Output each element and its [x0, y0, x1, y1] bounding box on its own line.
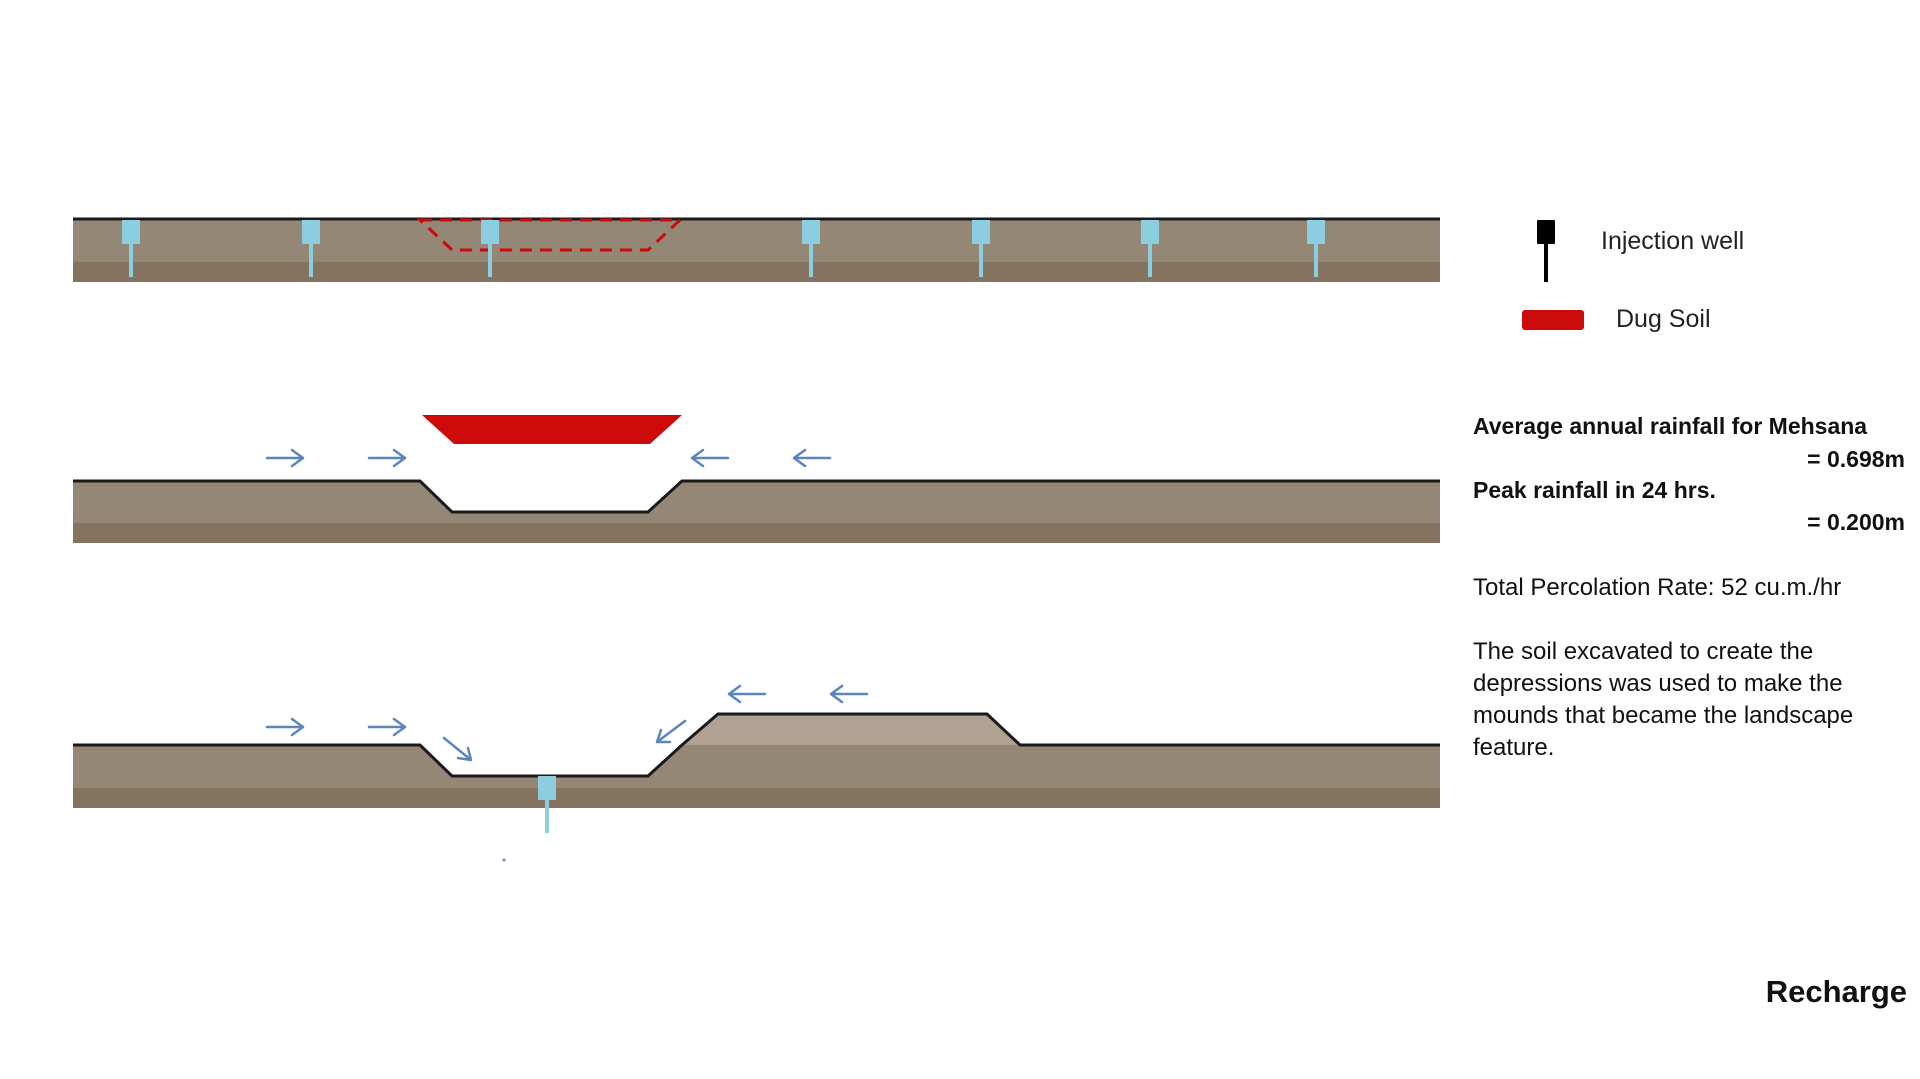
page-title: Recharge: [1765, 974, 1907, 1009]
arrow-left-icon: [829, 684, 869, 704]
runoff-arrows: [265, 684, 869, 762]
peak-rainfall-value: = 0.200m: [1807, 509, 1905, 535]
runoff-arrows: [265, 448, 832, 468]
arrow-down-left-icon: [655, 719, 687, 744]
injection-well-icon: [122, 220, 140, 277]
subsoil-layer: [73, 788, 1440, 808]
arrow-right-icon: [265, 448, 305, 468]
ground-layer: [73, 219, 1440, 262]
panel-recharge: [73, 684, 1440, 862]
injection-well-icon: [972, 220, 990, 277]
planned-depression-outline: [416, 218, 684, 252]
ground-surface: [73, 479, 1440, 514]
arrow-right-icon: [265, 717, 305, 737]
dot-mark: [502, 858, 506, 862]
injection-well-icon: [802, 220, 820, 277]
rainfall-value: = 0.698m: [1807, 446, 1905, 472]
injection-well-icon: [538, 776, 556, 833]
injection-well-icon: [481, 220, 499, 277]
panel-excavation: [73, 415, 1440, 543]
ground-surface: [73, 712, 1440, 778]
arrow-left-icon: [792, 448, 832, 468]
legend-item-injection-well: Injection well: [1535, 220, 1744, 282]
arrow-right-icon: [367, 717, 407, 737]
dug-soil-swatch: [1522, 309, 1584, 330]
arrow-right-icon: [367, 448, 407, 468]
description-text: The soil excavated to create the depress…: [1473, 638, 1854, 761]
arrow-left-icon: [690, 448, 730, 468]
ground-layer: [73, 481, 1440, 523]
injection-well-icon: [1537, 220, 1555, 282]
injection-well-icon: [1141, 220, 1159, 277]
legend-item-dug-soil: Dug Soil: [1522, 305, 1711, 334]
dug-soil-block: [422, 415, 682, 444]
legend-label-dug-soil: Dug Soil: [1616, 305, 1711, 333]
percolation-rate: Total Percolation Rate: 52 cu.m./hr: [1473, 574, 1842, 601]
injection-well-icon: [302, 220, 320, 277]
arrow-down-right-icon: [442, 736, 473, 762]
peak-rainfall-label: Peak rainfall in 24 hrs.: [1473, 477, 1716, 503]
subsoil-layer: [73, 523, 1440, 543]
injection-well-icon: [1307, 220, 1325, 277]
arrow-left-icon: [727, 684, 767, 704]
panel-existing-ground: [73, 217, 1440, 282]
rainfall-label: Average annual rainfall for Mehsana: [1473, 413, 1868, 439]
legend-label-injection-well: Injection well: [1601, 226, 1745, 255]
ground-layer: [73, 745, 1440, 788]
subsoil-layer: [73, 262, 1440, 282]
landscape-mound: [682, 714, 1020, 745]
recharge-process-diagram: [73, 217, 1440, 862]
